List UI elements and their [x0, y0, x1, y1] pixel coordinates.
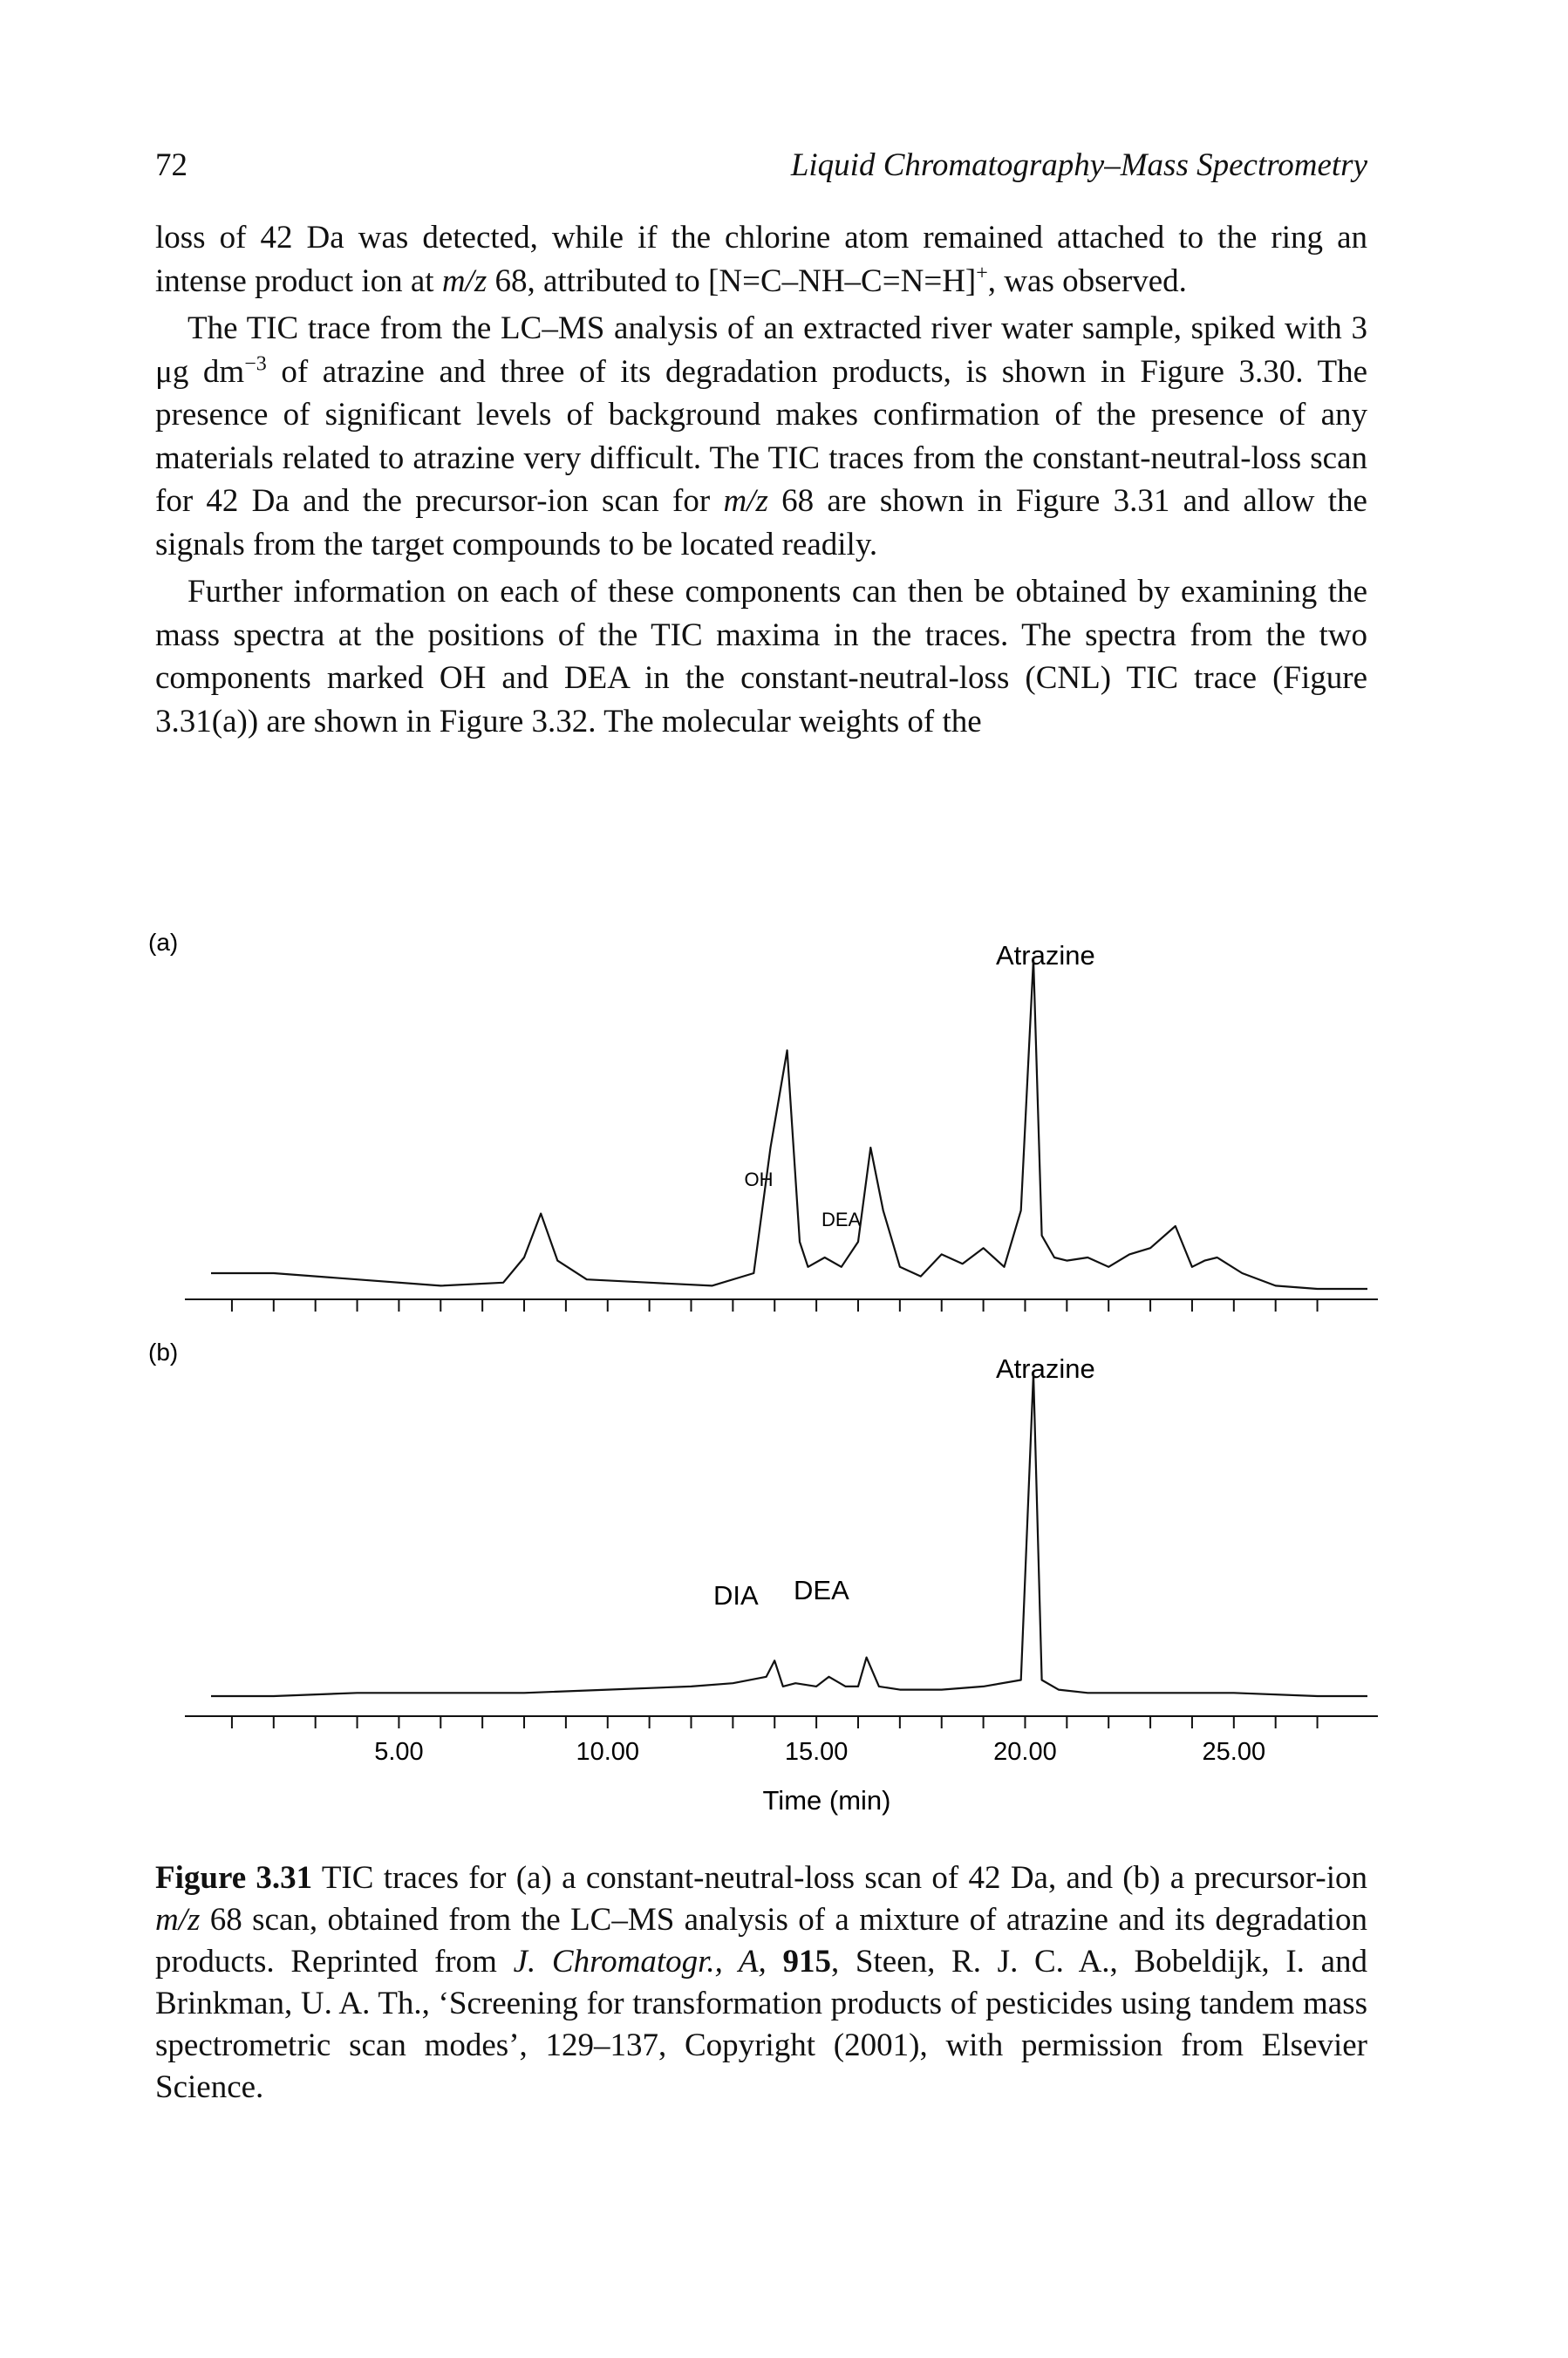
- x-tick-label: 20.00: [993, 1738, 1057, 1766]
- trace-a: [211, 958, 1367, 1291]
- caption-mz: m/z: [155, 1902, 201, 1938]
- caption-text-a: TIC traces for (a) a constant-neutral-lo…: [312, 1860, 1367, 1896]
- panel-b-label: (b): [148, 1339, 178, 1366]
- axis-b: 5.00 10.00 15.00 20.00 25.00: [185, 1715, 1378, 1766]
- panel-a-label: (a): [148, 929, 178, 956]
- x-tick-label: 5.00: [374, 1738, 423, 1766]
- caption-journal: J. Chromatogr., A,: [513, 1944, 767, 1980]
- page-header: 72 Liquid Chromatography–Mass Spectromet…: [155, 147, 1367, 190]
- p2-text-a: The TIC trace from the LC–MS analysis of…: [155, 310, 1367, 390]
- paragraph-1: loss of 42 Da was detected, while if the…: [155, 216, 1367, 303]
- running-head: Liquid Chromatography–Mass Spectrometry: [790, 147, 1367, 183]
- x-tick-label: 10.00: [576, 1738, 639, 1766]
- caption-text-c: , Steen, R. J. C. A., Bobeldijk, I. and …: [155, 1944, 1368, 2105]
- panel-b: (b) DIA DEA Atrazine 5.00 10.00 15.00 20.00…: [148, 1339, 1378, 1766]
- paragraph-3: Further information on each of these com…: [155, 574, 1367, 739]
- caption-label: Figure 3.31: [155, 1860, 313, 1896]
- peak-label-dia: DIA: [713, 1580, 759, 1611]
- trace-line: [211, 1372, 1367, 1698]
- x-tick-label: 15.00: [785, 1738, 849, 1766]
- p1-mz: m/z: [441, 262, 487, 299]
- x-tick-label: 25.00: [1203, 1738, 1266, 1766]
- peak-label-dea-b: DEA: [794, 1575, 849, 1605]
- peak-label-atrazine-b: Atrazine: [996, 1353, 1095, 1384]
- page-number: 72: [155, 147, 187, 183]
- body-text: loss of 42 Da was detected, while if the…: [155, 216, 1367, 747]
- figure-caption: Figure 3.31 TIC traces for (a) a constan…: [155, 1857, 1367, 2109]
- trace-b: [211, 1372, 1367, 1698]
- chromatogram-figure: (a) OH DEA Atrazine (b) DIA DEA Atrazine…: [148, 929, 1378, 1816]
- peak-label-oh: OH: [745, 1169, 774, 1190]
- axis-a: [185, 1298, 1378, 1312]
- p1-text-a: loss of 42 Da was detected, while if the…: [155, 220, 1367, 299]
- caption-text-b: 68 scan, obtained from the LC–MS analysi…: [155, 1902, 1367, 1980]
- trace-line: [211, 958, 1367, 1291]
- p1-sup: +: [976, 262, 988, 285]
- caption-space: [767, 1944, 783, 1980]
- panel-a: (a) OH DEA Atrazine: [148, 929, 1378, 1312]
- p2-text-b: of atrazine and three of its degradation…: [155, 353, 1367, 520]
- peak-label-atrazine-a: Atrazine: [996, 940, 1095, 971]
- p1-text-c: , was observed.: [987, 262, 1187, 299]
- paragraph-2: The TIC trace from the LC–MS analysis of…: [155, 307, 1367, 566]
- peak-label-dea-a: DEA: [821, 1209, 862, 1230]
- p2-sup: −3: [244, 352, 267, 376]
- figure-3-31: (a) OH DEA Atrazine (b) DIA DEA Atrazine…: [148, 916, 1387, 1831]
- p2-mz: m/z: [723, 483, 768, 519]
- x-axis-label: Time (min): [763, 1785, 891, 1816]
- p2-text-c: 68 are shown in Figure 3.31 and allow th…: [155, 483, 1367, 562]
- caption-volume: 915: [782, 1944, 831, 1980]
- p1-text-b: 68, attributed to [N=C–NH–C=N=H]: [487, 262, 977, 299]
